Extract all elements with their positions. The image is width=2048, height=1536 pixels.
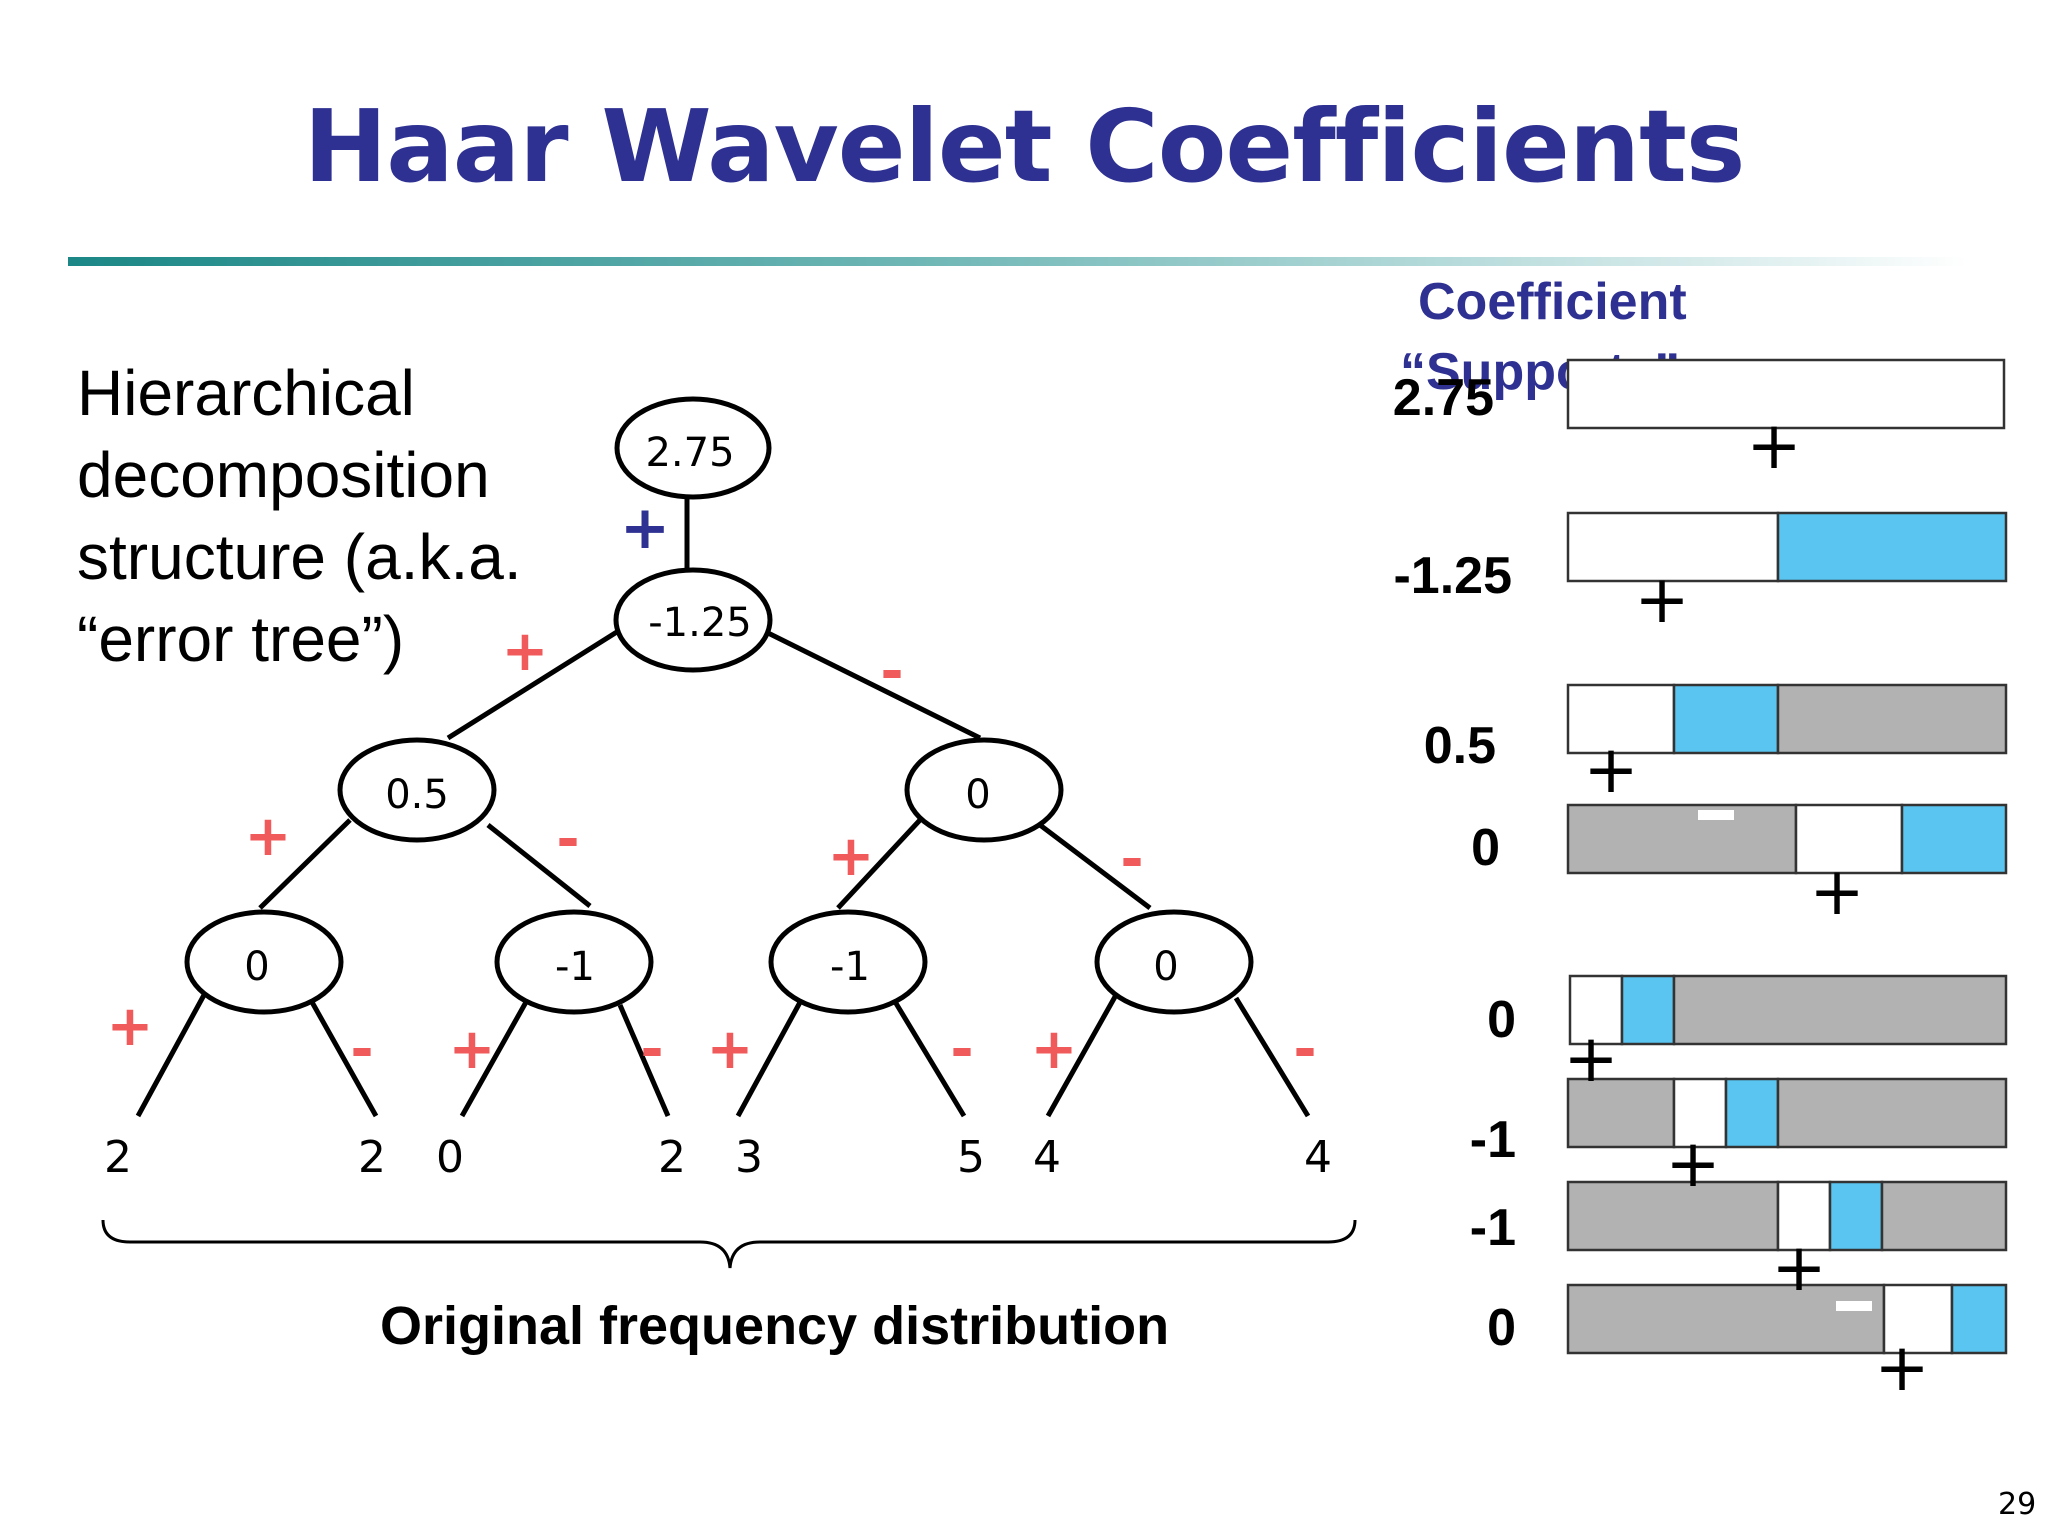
distribution-brace xyxy=(101,1219,1357,1269)
coefficient-supports: + + + + + + + + xyxy=(1563,358,2008,1400)
node-l2c xyxy=(768,909,928,1015)
slide-title: Haar Wavelet Coefficients xyxy=(303,88,1746,205)
node-l1b-value: 0 xyxy=(965,772,990,818)
support-plus-sign: + xyxy=(1634,561,1689,638)
coefficient-label: -1 xyxy=(1469,1111,1516,1169)
sign-minus: - xyxy=(640,1017,663,1082)
sign-minus: - xyxy=(350,1017,373,1082)
leaf-value: 4 xyxy=(1033,1132,1061,1183)
support-bar-8-negative xyxy=(1950,1283,2008,1355)
error-tree: 2.75 -1.25 0.5 0 0 -1 -1 0 2 2 0 2 3 5 4… xyxy=(101,396,1357,1269)
leaf-value: 5 xyxy=(957,1132,985,1183)
edge-leaf-4 xyxy=(617,1004,671,1117)
node-l2b xyxy=(494,909,654,1015)
node-l2d xyxy=(1094,909,1254,1015)
support-bar-5-positive xyxy=(1568,974,1624,1046)
support-bar-3-inactive xyxy=(1776,683,2008,755)
coefficient-label: 0 xyxy=(1471,819,1500,877)
node-l2c-value: -1 xyxy=(830,944,870,990)
edge-l1b-left xyxy=(836,818,922,910)
support-bar-7-negative xyxy=(1828,1180,1884,1252)
edge-leaf-1 xyxy=(135,993,207,1118)
support-minus-marker xyxy=(1698,810,1734,820)
sign-minus: - xyxy=(880,639,903,704)
support-minus-marker xyxy=(1836,1301,1872,1311)
edge-l1b-right xyxy=(1038,823,1152,910)
coefficient-label: 0 xyxy=(1487,991,1516,1049)
support-bar-4-negative xyxy=(1900,803,2008,875)
coefficient-label: 0 xyxy=(1487,1299,1516,1357)
edge-leaf-8 xyxy=(1233,996,1311,1118)
description-text: Hierarchical decomposition structure (a.… xyxy=(77,357,522,675)
edge-leaf-2 xyxy=(305,993,379,1118)
support-bar-1 xyxy=(1566,358,2006,430)
node-l2d-value: 0 xyxy=(1153,944,1178,990)
support-bar-8-inactive xyxy=(1566,1283,1886,1355)
node-l0-value: -1.25 xyxy=(648,600,752,646)
title-divider xyxy=(68,257,1968,266)
edge-l1a-left xyxy=(258,818,352,910)
support-bar-4-inactive xyxy=(1566,803,1798,875)
coefficient-label: 2.75 xyxy=(1392,369,1494,427)
node-l1a-value: 0.5 xyxy=(385,772,449,818)
node-l0 xyxy=(613,567,773,673)
support-plus-sign: + xyxy=(1583,731,1638,808)
sign-minus: - xyxy=(950,1017,973,1082)
node-l2a-value: 0 xyxy=(244,944,269,990)
node-l2b-value: -1 xyxy=(555,944,595,990)
support-bar-6-negative xyxy=(1724,1077,1780,1149)
support-plus-sign: + xyxy=(1563,1020,1618,1097)
edge-leaf-6 xyxy=(891,998,967,1118)
support-bar-6-inactive xyxy=(1776,1077,2008,1149)
sign-minus: - xyxy=(1293,1017,1316,1082)
leaf-value: 2 xyxy=(104,1132,132,1183)
coefficient-label: -1.25 xyxy=(1393,547,1512,605)
coefficient-label: 0.5 xyxy=(1423,717,1496,775)
support-bar-3-negative xyxy=(1672,683,1780,755)
sign-plus: + xyxy=(107,994,154,1059)
edge-leaf-3 xyxy=(459,993,533,1118)
edge-l1a-right xyxy=(486,823,592,908)
node-l2a xyxy=(184,909,344,1015)
sign-minus: - xyxy=(556,807,579,872)
sign-plus: + xyxy=(1031,1017,1078,1082)
leaf-value: 2 xyxy=(658,1132,686,1183)
sign-plus: + xyxy=(245,804,292,869)
support-bar-6-inactive xyxy=(1566,1077,1676,1149)
edge-l0-left xyxy=(446,627,622,741)
leaf-value: 0 xyxy=(436,1132,464,1183)
support-bar-2-negative xyxy=(1776,511,2008,583)
tree-edges xyxy=(135,497,1311,1118)
support-plus-sign: + xyxy=(1771,1229,1826,1306)
support-plus-sign: + xyxy=(1874,1329,1929,1400)
supports-heading-line1: Coefficient xyxy=(1418,273,1687,331)
sign-plus: + xyxy=(502,619,549,684)
leaf-value: 2 xyxy=(358,1132,386,1183)
leaf-value: 4 xyxy=(1304,1132,1332,1183)
edge-l0-right xyxy=(760,627,982,741)
support-plus-sign: + xyxy=(1665,1125,1720,1202)
node-l1a xyxy=(337,737,497,843)
node-root-value: 2.75 xyxy=(645,430,734,476)
support-bar-7-inactive xyxy=(1880,1180,2008,1252)
support-plus-sign: + xyxy=(1809,853,1864,930)
root-sign-plus: + xyxy=(620,493,670,563)
sign-plus: + xyxy=(449,1017,496,1082)
distribution-label: Original frequency distribution xyxy=(380,1296,1170,1356)
node-root xyxy=(614,396,772,500)
support-bar-7-positive xyxy=(1776,1180,1832,1252)
leaf-value: 3 xyxy=(735,1132,763,1183)
sign-plus: + xyxy=(707,1017,754,1082)
page-number: 29 xyxy=(1998,1487,2037,1522)
node-l1b xyxy=(904,737,1064,843)
edge-leaf-7 xyxy=(1045,993,1119,1118)
support-bar-5-negative xyxy=(1620,974,1676,1046)
edge-leaf-5 xyxy=(735,993,807,1118)
sign-minus: - xyxy=(1120,827,1143,892)
support-bar-5-inactive xyxy=(1672,974,2008,1046)
support-bar-7-inactive xyxy=(1566,1180,1780,1252)
support-plus-sign: + xyxy=(1746,407,1801,484)
sign-plus: + xyxy=(828,824,875,889)
coefficient-label: -1 xyxy=(1469,1199,1516,1257)
